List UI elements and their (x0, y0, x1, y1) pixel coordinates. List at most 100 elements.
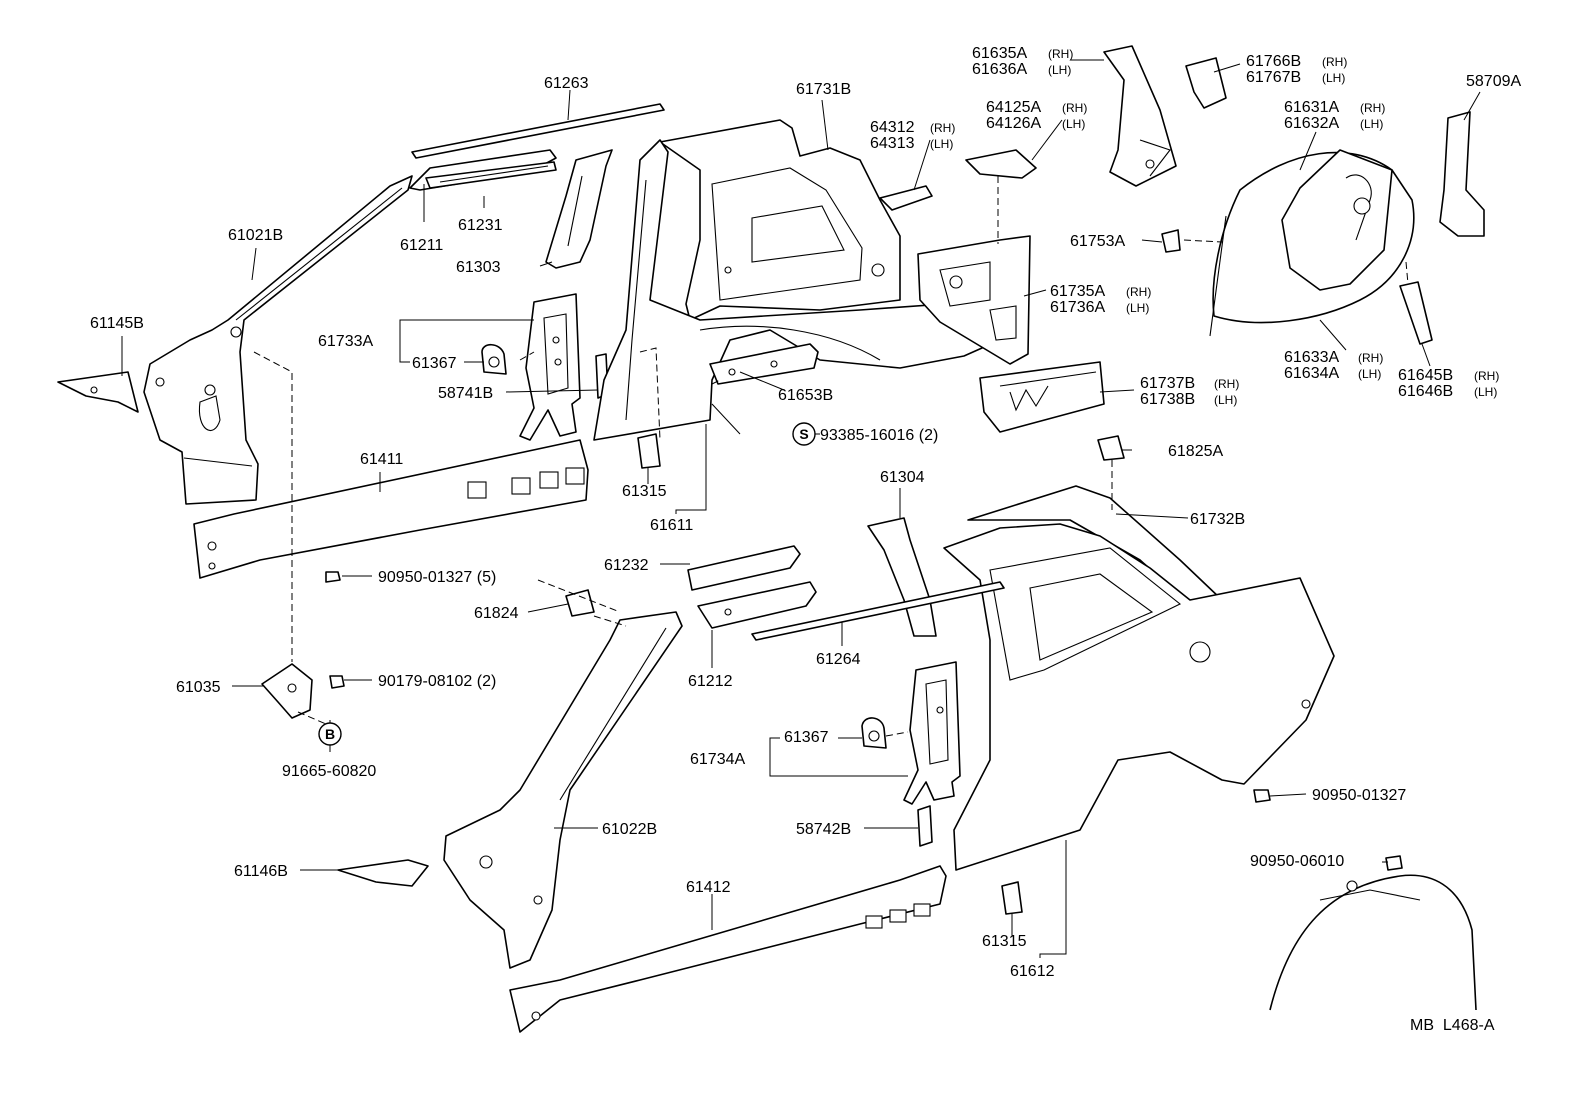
part-61825A-block (1097, 435, 1125, 461)
part-61264-strip (751, 581, 1005, 641)
label-61611: 61611 (650, 517, 693, 534)
part-61824-block (565, 589, 595, 617)
part-61731B-quarter-inner (659, 119, 901, 321)
label-61315-lower: 61315 (982, 933, 1027, 950)
label-61264: 61264 (816, 651, 861, 668)
label-61736A: 61736A (1050, 299, 1105, 316)
label-90950-06010: 90950-06010 (1250, 853, 1344, 870)
label-61612: 61612 (1010, 963, 1055, 980)
label-61315-upper: 61315 (622, 483, 667, 500)
label-64125A-side: (RH) (1062, 101, 1087, 115)
label-61736A-side: (LH) (1126, 301, 1149, 315)
label-61232: 61232 (604, 557, 649, 574)
part-61734A-center-pillar-inner (903, 661, 961, 805)
part-61022B-front-pillar (443, 611, 683, 969)
part-61635A-extension (1103, 45, 1177, 187)
part-61367-grommet-lower (861, 717, 887, 749)
label-61634A: 61634A (1284, 365, 1339, 382)
part-61035-hinge (261, 663, 313, 719)
part-61733A-center-pillar-inner (519, 293, 581, 441)
label-58741B: 58741B (438, 385, 493, 402)
label-61021B: 61021B (228, 227, 283, 244)
label-61766B: 61766B (1246, 53, 1301, 70)
alignment-lines (253, 176, 1409, 737)
label-61367-lower: 61367 (784, 729, 829, 746)
symbol-b-circle: B (318, 722, 342, 746)
part-61145B-bracket (57, 371, 139, 413)
label-61767B: 61767B (1246, 69, 1301, 86)
part-61232-rail (687, 545, 801, 591)
label-61646B-side: (LH) (1474, 385, 1497, 399)
label-61753A: 61753A (1070, 233, 1125, 250)
part-61735A-wheelhouse-panel (917, 235, 1031, 365)
label-90950-01327: 90950-01327 (1312, 787, 1406, 804)
label-58709A: 58709A (1466, 73, 1521, 90)
part-61315-support-lower (1001, 881, 1023, 915)
part-61021B-front-pillar (143, 175, 413, 505)
label-61146B: 61146B (234, 863, 288, 880)
label-61412: 61412 (686, 879, 731, 896)
label-61738B: 61738B (1140, 391, 1195, 408)
label-61737B-side: (RH) (1214, 377, 1239, 391)
label-61635A: 61635A (972, 45, 1027, 62)
part-90950-plug-lower (1253, 789, 1271, 803)
label-64313-side: (LH) (930, 137, 953, 151)
part-61631A-wheel-housing (1209, 149, 1415, 337)
label-61635A-side: (RH) (1048, 47, 1073, 61)
part-61263-drip-strip (411, 103, 665, 159)
part-61367-grommet-upper (481, 343, 507, 375)
label-61735A-side: (RH) (1126, 285, 1151, 299)
label-64313: 64313 (870, 135, 915, 152)
part-58742B-seal (917, 805, 933, 847)
part-61315-support-upper (637, 433, 661, 469)
part-61612-quarter-panel-lh (943, 523, 1335, 871)
part-61412-rocker (509, 865, 947, 1033)
label-58742B: 58742B (796, 821, 851, 838)
label-61145B: 61145B (90, 315, 144, 332)
label-61645B-side: (RH) (1474, 369, 1499, 383)
label-61645B: 61645B (1398, 367, 1453, 384)
label-61825A: 61825A (1168, 443, 1223, 460)
label-61636A: 61636A (972, 61, 1027, 78)
symbol-b-text: B (325, 726, 335, 742)
label-61633A: 61633A (1284, 349, 1339, 366)
part-61645B-liner (1399, 281, 1433, 345)
label-61646B: 61646B (1398, 383, 1453, 400)
label-61653B: 61653B (778, 387, 833, 404)
label-61022B: 61022B (602, 821, 657, 838)
label-61737B: 61737B (1140, 375, 1195, 392)
label-61733A: 61733A (318, 333, 373, 350)
label-61767B-side: (LH) (1322, 71, 1345, 85)
part-90179-nut (329, 675, 345, 689)
part-61212-rail (697, 581, 817, 629)
part-61753A-clip (1161, 229, 1181, 253)
label-93385-16016: 93385-16016 (2) (820, 427, 938, 444)
label-61304: 61304 (880, 469, 925, 486)
label-61636A-side: (LH) (1048, 63, 1071, 77)
part-90950-plug-upper (325, 571, 341, 583)
label-91665-60820: 91665-60820 (282, 763, 376, 780)
label-61735A: 61735A (1050, 283, 1105, 300)
diagram-code: MB L468-A (1410, 1017, 1495, 1034)
label-61634A-side: (LH) (1358, 367, 1381, 381)
part-61211-roof-rail (409, 149, 557, 191)
part-61766B-bracket (1185, 57, 1227, 109)
label-64312: 64312 (870, 119, 915, 136)
label-61035: 61035 (176, 679, 221, 696)
label-61211: 61211 (400, 237, 443, 254)
label-61766B-side: (RH) (1322, 55, 1347, 69)
part-58709A-bracket (1439, 111, 1485, 237)
label-61212: 61212 (688, 673, 733, 690)
label-90179-08102: 90179-08102 (2) (378, 673, 496, 690)
label-61824: 61824 (474, 605, 519, 622)
part-90950-06010-liner-detail (1269, 855, 1477, 1011)
symbol-s-text: S (799, 426, 808, 442)
label-61633A-side: (RH) (1358, 351, 1383, 365)
leader-lines (121, 59, 1481, 958)
part-61653B-brace (709, 343, 819, 385)
part-61146B-bracket (337, 859, 429, 887)
part-labels: 61263 61731B 61635A (RH) 61636A (LH) 617… (90, 45, 1521, 1034)
label-61411: 61411 (360, 451, 403, 468)
label-61632A-side: (LH) (1360, 117, 1383, 131)
